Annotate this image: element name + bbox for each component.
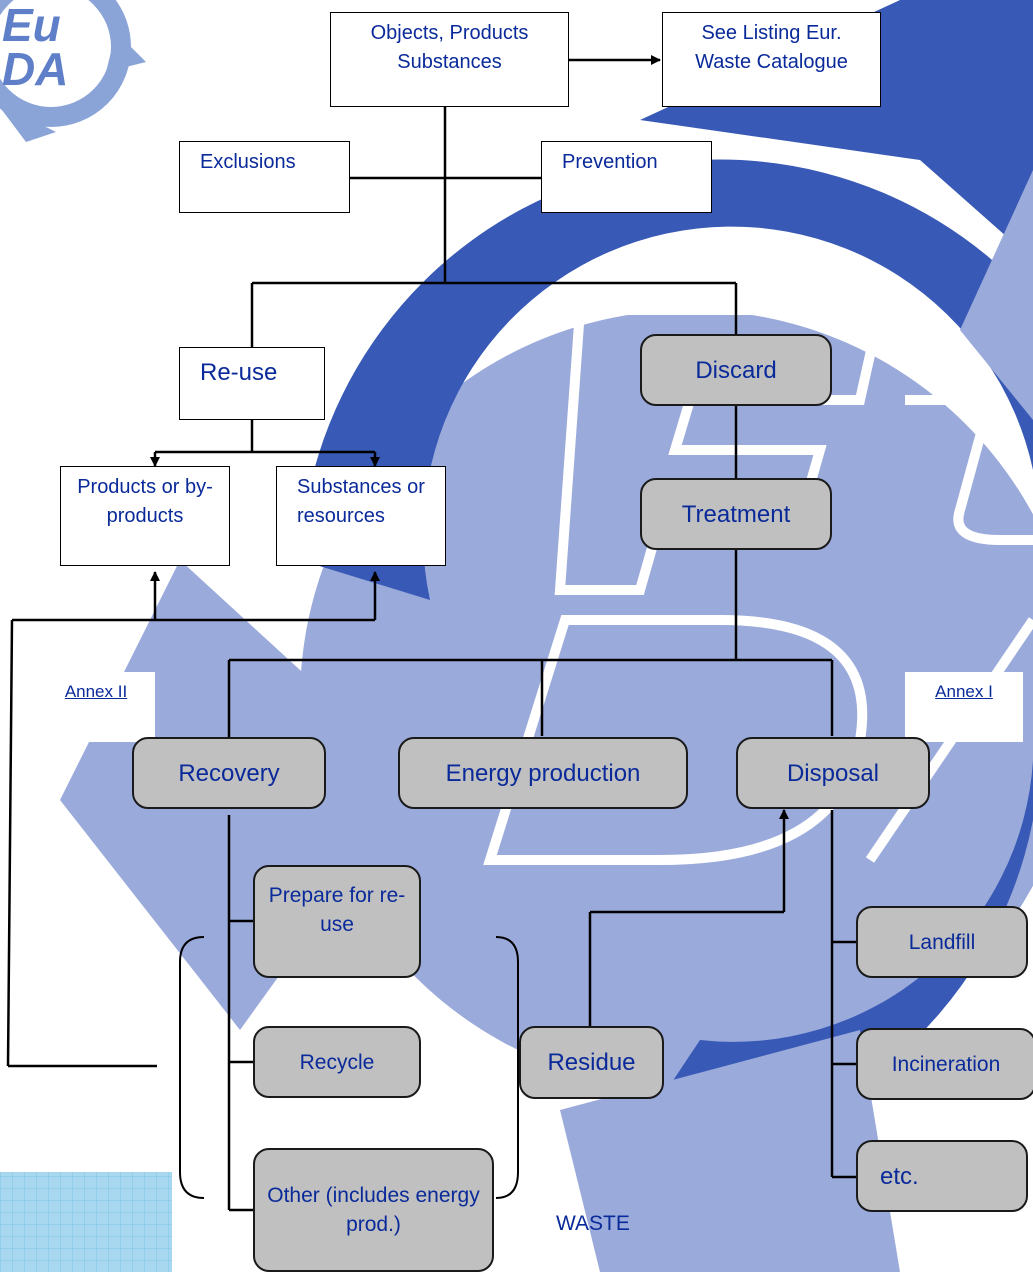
landfill-node: Landfill (856, 906, 1028, 978)
incineration-node: Incineration (856, 1028, 1033, 1100)
arrow-head-top-shape (640, 0, 1033, 260)
logo-text-top: Eu (2, 0, 61, 51)
light-circle-shape (300, 310, 1033, 1090)
logo-text-bottom: DA (2, 43, 69, 95)
etc-node: etc. (856, 1140, 1028, 1212)
annex-ii-link[interactable]: Annex II (37, 672, 155, 742)
corner-grid-shape (0, 1172, 172, 1272)
reuse-box: Re-use (179, 347, 325, 420)
waste-label: WASTE (556, 1212, 630, 1235)
prevention-box: Prevention (541, 141, 712, 213)
substances-resources-box: Substances or resources (276, 466, 446, 566)
disposal-node: Disposal (736, 737, 930, 809)
other-node: Other (includes energy prod.) (253, 1148, 494, 1272)
energy-production-node: Energy production (398, 737, 688, 809)
exclusions-box: Exclusions (179, 141, 350, 213)
recovery-node: Recovery (132, 737, 326, 809)
discard-node: Discard (640, 334, 832, 406)
objects-products-substances-box: Objects, Products Substances (330, 12, 569, 107)
arrow-head-right-shape (960, 170, 1033, 420)
recycle-node: Recycle (253, 1026, 421, 1098)
dark-arc-lower-shape (620, 760, 1033, 1161)
euda-logo (0, 0, 146, 142)
treatment-node: Treatment (640, 478, 832, 550)
products-byproducts-box: Products or by-products (60, 466, 230, 566)
waste-catalogue-box: See Listing Eur. Waste Catalogue (662, 12, 881, 107)
dark-arc-shape (300, 159, 1033, 601)
prepare-for-reuse-node: Prepare for re-use (253, 865, 421, 978)
residue-node: Residue (519, 1026, 664, 1099)
annex-i-link[interactable]: Annex I (905, 672, 1023, 742)
